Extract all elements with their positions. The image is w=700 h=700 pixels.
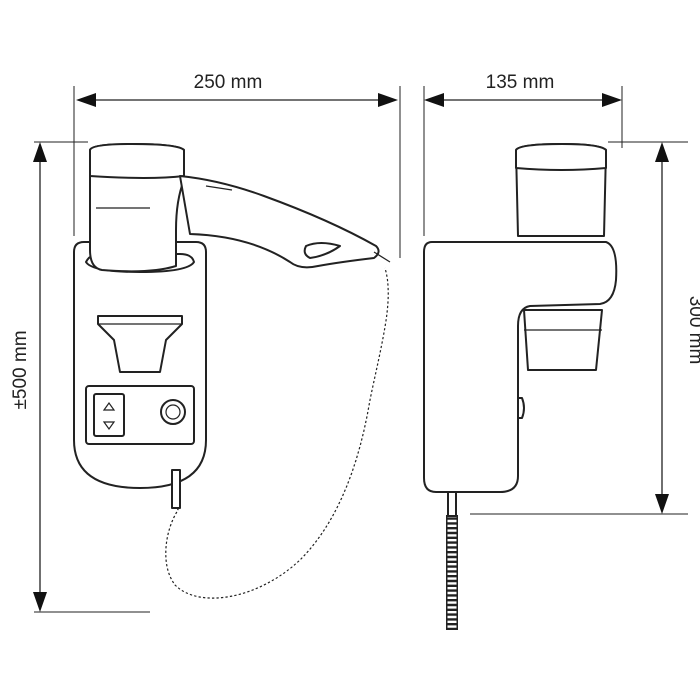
dimension-width-front: 250 mm <box>76 72 398 107</box>
height-total-label: ±500 mm <box>10 330 31 409</box>
dimension-width-side: 135 mm <box>424 72 622 107</box>
height-side-label: 300 mm <box>685 296 700 365</box>
air-outlet-nozzle <box>97 315 183 373</box>
power-button[interactable] <box>160 399 186 425</box>
dimension-height-side: 300 mm <box>655 142 700 514</box>
front-view <box>73 143 391 601</box>
dryer-nozzle-side <box>523 309 603 371</box>
side-view <box>423 143 618 630</box>
outlet-pin-bottom <box>102 421 116 431</box>
dryer-handle <box>179 175 380 269</box>
width-front-label: 250 mm <box>194 72 263 93</box>
width-side-label: 135 mm <box>486 72 555 93</box>
dryer-grille-side <box>515 143 607 171</box>
power-outlet-icon <box>93 393 125 437</box>
dryer-grille <box>89 143 185 179</box>
handle-trigger <box>303 242 341 259</box>
outlet-pin-top <box>102 401 116 411</box>
dimension-height-total: ±500 mm <box>10 142 47 612</box>
